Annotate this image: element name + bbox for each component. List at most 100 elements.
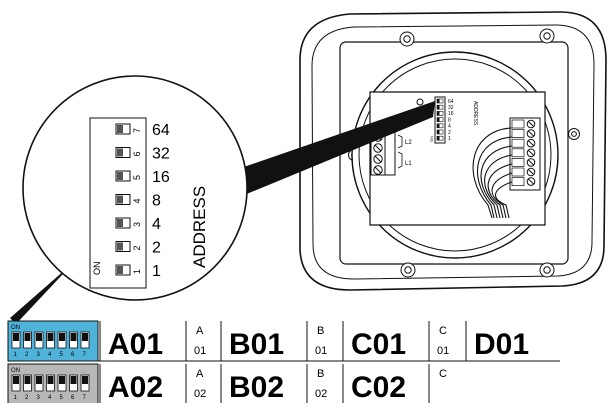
- pcb-address-label: ADDRESS: [472, 101, 478, 126]
- address-number: 01: [194, 345, 206, 357]
- dip-position-label: 7: [132, 128, 142, 133]
- pcb-on-label: ON: [429, 136, 434, 142]
- address-letter: B: [317, 368, 324, 380]
- address-letter: A: [196, 325, 204, 337]
- row-dip-number: 5: [60, 395, 64, 401]
- address-letter: C: [439, 325, 447, 337]
- dip-value-label: 32: [152, 146, 170, 163]
- address-code: A01: [108, 328, 163, 361]
- dip-lever: [117, 242, 123, 251]
- dip-position-label: 4: [132, 198, 142, 203]
- pcb-dip-value: 32: [448, 105, 454, 111]
- row-dip-number: 3: [37, 395, 41, 401]
- dip-position-label: 5: [132, 175, 142, 180]
- screw-right: [568, 128, 580, 140]
- dip-position-label: 3: [132, 222, 142, 227]
- terminal-clamp: [511, 148, 525, 158]
- row-dip-lever: [70, 333, 77, 341]
- row-dip-number: 1: [14, 352, 18, 358]
- screw-bottom-right: [539, 262, 555, 278]
- row-dip-number: 2: [25, 395, 29, 401]
- address-code: C02: [351, 371, 406, 403]
- screw-top-right: [539, 28, 555, 44]
- terminal-clamp: [511, 119, 525, 129]
- address-code: B01: [229, 328, 284, 361]
- address-letter: C: [439, 368, 447, 380]
- address-code: C01: [351, 328, 406, 361]
- dip-lever: [117, 195, 123, 204]
- address-number: 02: [194, 388, 206, 400]
- terminal-clamp: [511, 158, 525, 167]
- dip-lever: [117, 148, 123, 157]
- callout-pointer: [10, 101, 435, 324]
- dip-value-label: 4: [152, 216, 161, 233]
- pcb-dip-value: 16: [448, 111, 454, 117]
- dip-lever: [117, 266, 123, 274]
- pcb-dip-value: 2: [448, 130, 451, 136]
- row-dip-lever: [36, 333, 42, 341]
- row-dip-number: 5: [60, 352, 64, 358]
- pcb-dip-lever: [437, 99, 440, 103]
- zoom-on-label: ON: [92, 262, 102, 276]
- screw-top-left: [399, 31, 415, 47]
- dip-lever: [117, 172, 123, 180]
- pcb-dip-lever: [437, 117, 440, 122]
- row-dip-number: 6: [71, 352, 75, 358]
- dip-lever: [117, 125, 123, 133]
- row-dip-on-label: ON: [11, 368, 20, 374]
- row-dip-lever: [70, 376, 77, 384]
- row-dip-lever: [59, 376, 65, 384]
- zoom-address-label: ADDRESS: [190, 186, 209, 268]
- pcb-dip-value: 64: [448, 99, 454, 105]
- pcb-dip-lever: [437, 130, 440, 134]
- row-dip-lever: [47, 333, 54, 341]
- terminal-block-right: [509, 117, 541, 191]
- row-dip-number: 2: [25, 352, 29, 358]
- terminal-clamp: [511, 177, 525, 186]
- terminal-clamp: [511, 167, 525, 177]
- dip-value-label: 16: [152, 169, 170, 186]
- dip-lever: [117, 219, 123, 227]
- address-number: 02: [315, 388, 327, 400]
- row-dip-number: 6: [71, 395, 75, 401]
- dip-position-label: 1: [132, 269, 142, 274]
- address-code: B02: [229, 371, 284, 403]
- row-dip-on-label: ON: [11, 325, 20, 331]
- terminal-l1-label: L1: [405, 161, 412, 167]
- pcb-dip-value: 4: [448, 124, 451, 130]
- row-dip-lever: [13, 333, 19, 341]
- dip-value-label: 2: [152, 240, 161, 257]
- row-dip-lever: [82, 333, 88, 341]
- row-dip-number: 7: [83, 352, 87, 358]
- row-dip-lever: [47, 376, 54, 384]
- dip-value-label: 8: [152, 193, 161, 210]
- terminal-clamp: [511, 129, 525, 138]
- address-code: D01: [474, 328, 529, 361]
- dip-value-label: 64: [152, 122, 170, 139]
- row-dip-number: 1: [14, 395, 18, 401]
- screw-bottom-left: [400, 262, 416, 278]
- row-dip-number: 4: [48, 352, 52, 358]
- address-number: 01: [437, 345, 449, 357]
- row-dip-lever: [59, 333, 65, 341]
- row-dip-lever: [36, 376, 42, 384]
- pcb-dip-value: 1: [448, 136, 451, 142]
- wire-bundle: [472, 127, 513, 219]
- pcb-dip-lever: [437, 136, 440, 141]
- dip-position-label: 2: [132, 245, 142, 250]
- row-dip-number: 7: [83, 395, 87, 401]
- address-letter: B: [317, 325, 324, 337]
- address-number: 01: [315, 345, 327, 357]
- address-cell: C02 C: [342, 364, 447, 404]
- row-dip-lever: [24, 376, 31, 384]
